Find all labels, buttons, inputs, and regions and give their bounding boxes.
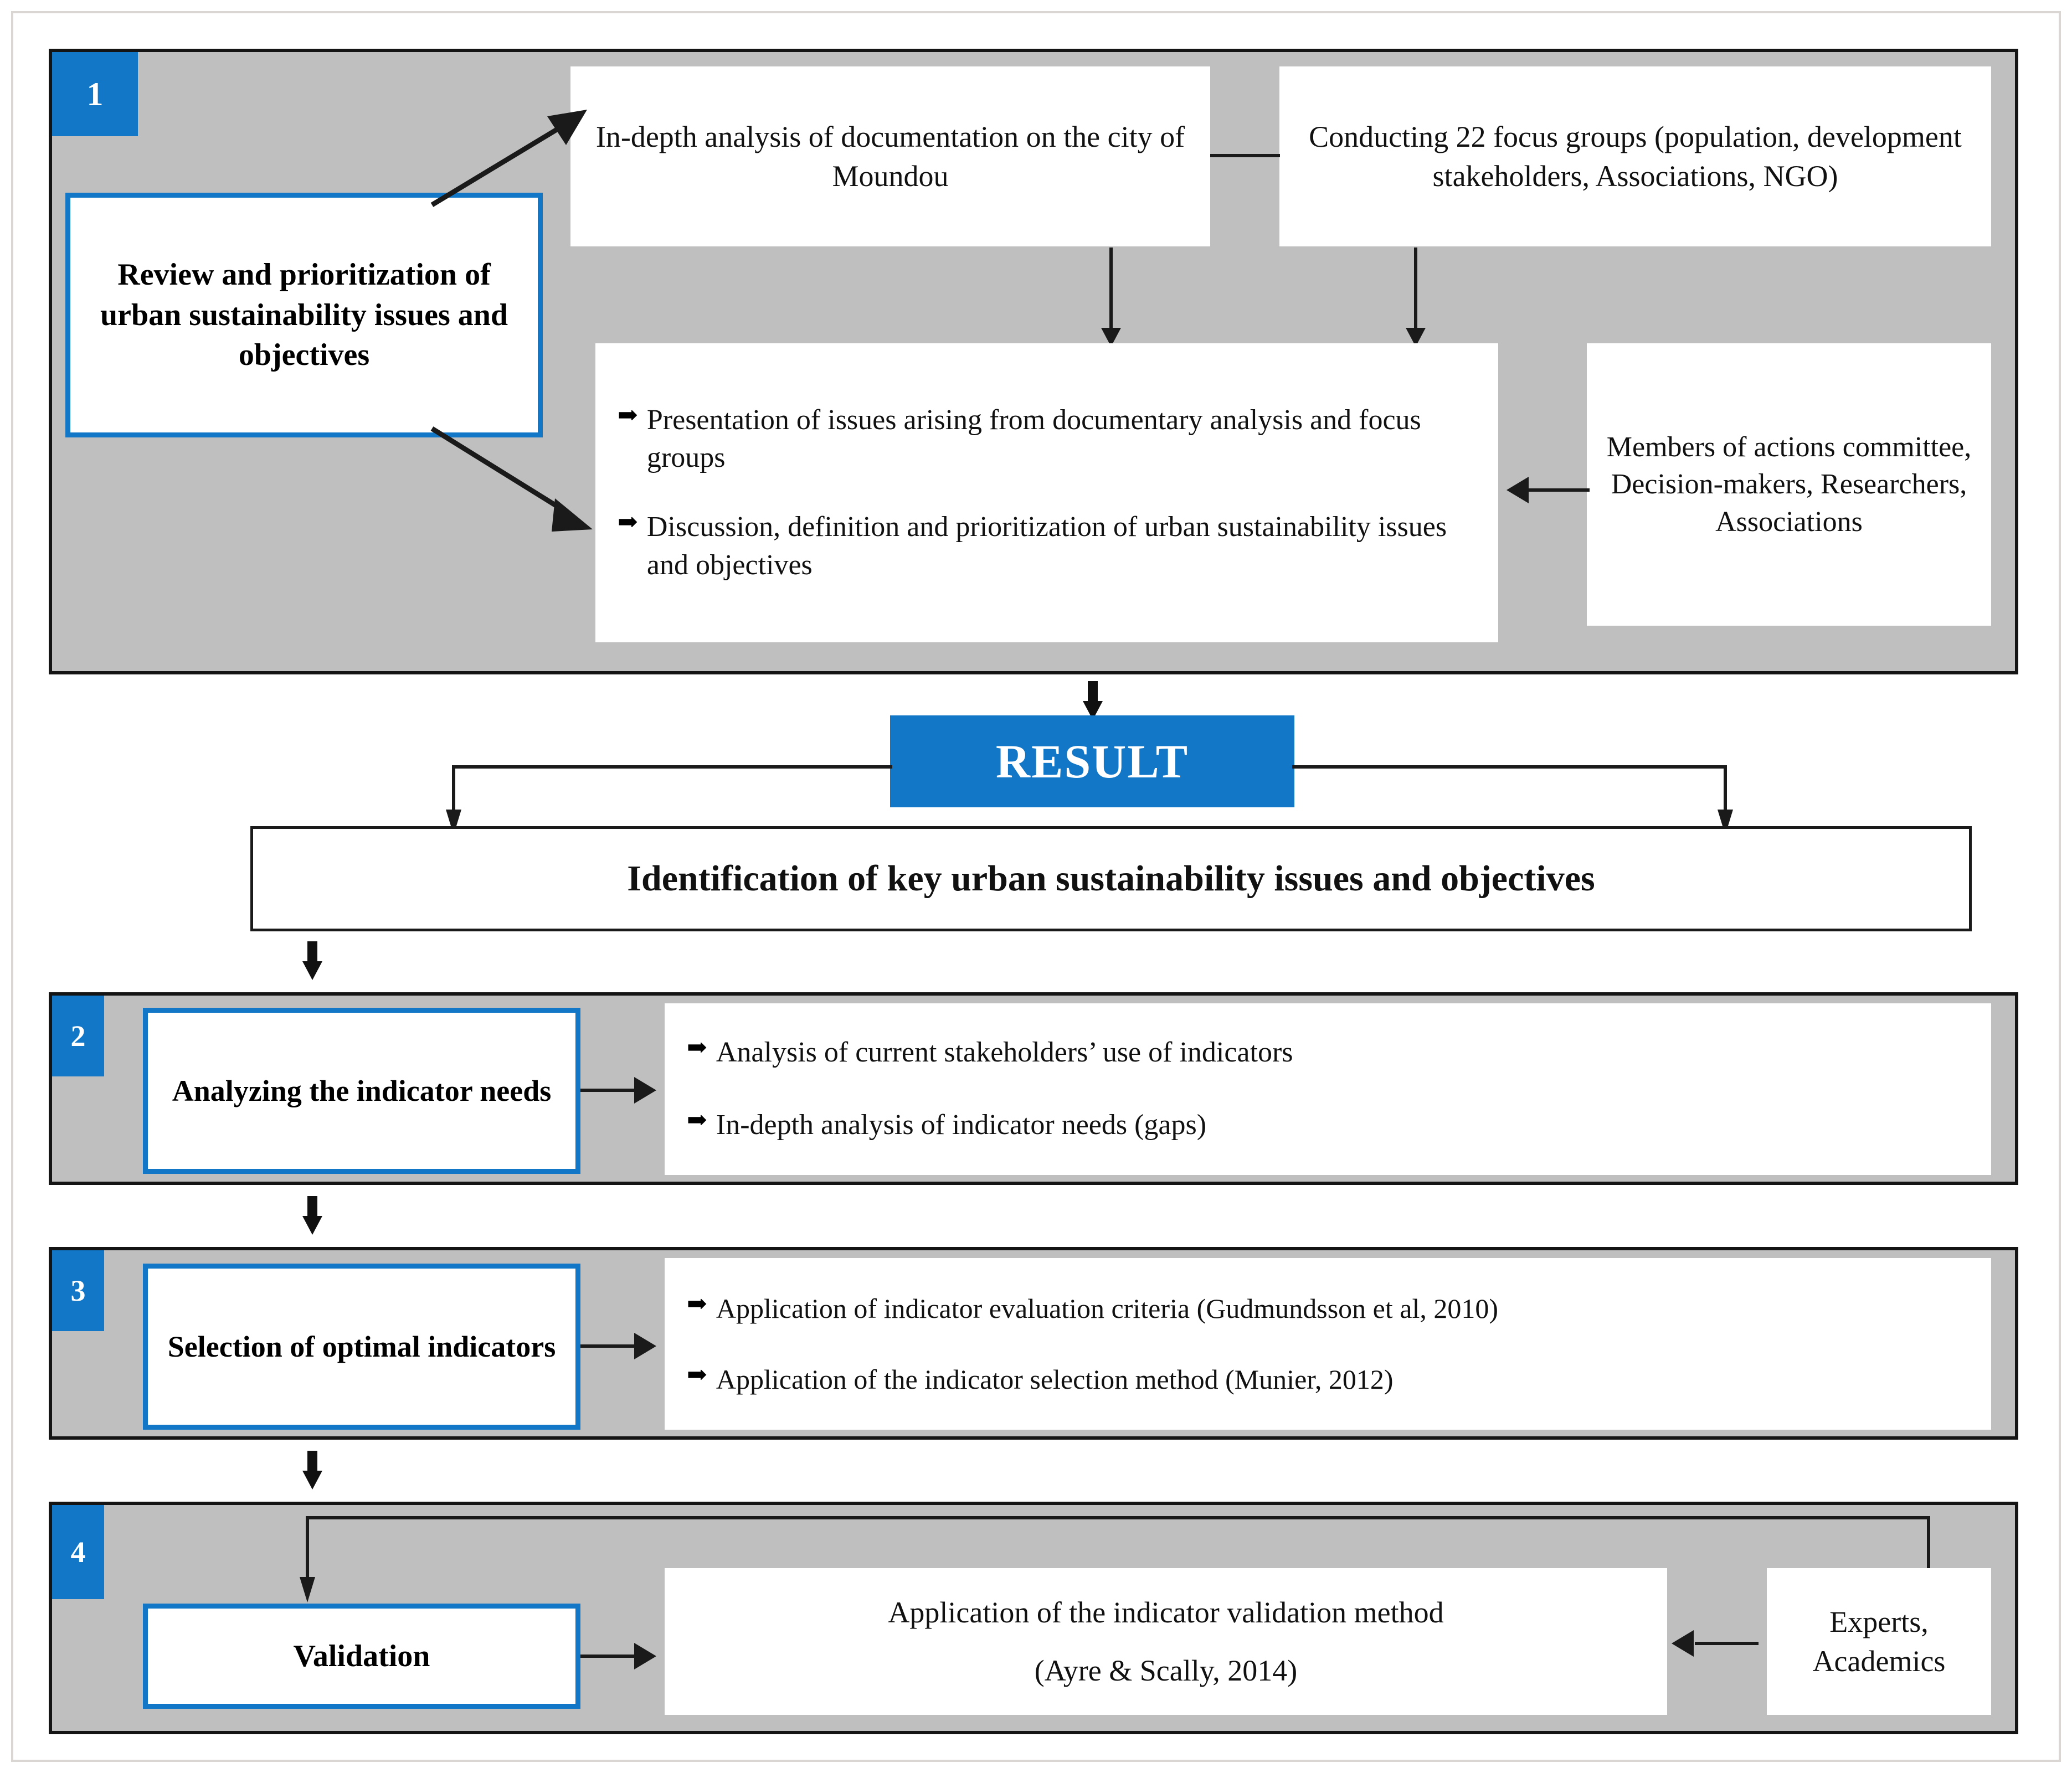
bullet-arrow-icon: ➡ — [687, 1106, 707, 1133]
stage-3-bullet-panel: ➡ Application of indicator evaluation cr… — [665, 1258, 1991, 1430]
bullet-arrow-icon: ➡ — [618, 508, 638, 535]
stage-4-badge: 4 — [52, 1505, 104, 1599]
arrow-experts-left-stem — [1695, 1642, 1759, 1645]
stage-2-main-box[interactable]: Analyzing the indicator needs — [143, 1008, 580, 1174]
stage-1-bullet-panel: ➡ Presentation of issues arising from do… — [595, 343, 1498, 642]
arrow-stage3-to-stage4 — [302, 1451, 322, 1493]
list-item[interactable]: ➡ Analysis of current stakeholders’ use … — [687, 1034, 1969, 1072]
arrow-stage2-head — [634, 1077, 656, 1104]
bullet-arrow-icon: ➡ — [687, 1361, 707, 1388]
stage-4-contributors-label: Experts, Academics — [1812, 1605, 1946, 1678]
arrow-stage4-head — [634, 1643, 656, 1669]
stage-3-bullet-2: Application of the indicator selection m… — [716, 1364, 1394, 1395]
stage-2-bullet-1: Analysis of current stakeholders’ use of… — [716, 1037, 1293, 1069]
result-branch-right-drop — [1724, 765, 1727, 815]
arrow-doc-down-stem — [1109, 248, 1113, 331]
result-branch-left — [452, 765, 892, 769]
arrow-result-to-stage2 — [302, 941, 322, 983]
stage-3-main-label: Selection of optimal indicators — [167, 1329, 556, 1363]
bullet-arrow-icon: ➡ — [687, 1290, 707, 1317]
list-item[interactable]: ➡ Application of indicator evaluation cr… — [687, 1290, 1969, 1327]
arrow-stage4-stem — [580, 1655, 639, 1658]
feedback-loop-right-riser — [1927, 1516, 1930, 1596]
list-item[interactable]: ➡ Application of the indicator selection… — [687, 1361, 1969, 1398]
stage-4-contributors-box[interactable]: Experts, Academics — [1767, 1568, 1991, 1715]
stage-1-main-label: Review and prioritization of urban susta… — [100, 257, 508, 373]
stage-3-badge: 3 — [52, 1250, 104, 1331]
stage-1-main-box[interactable]: Review and prioritization of urban susta… — [65, 193, 543, 437]
arrow-participants-left-head — [1507, 477, 1529, 503]
stage-1-focus-groups-label: Conducting 22 focus groups (population, … — [1309, 120, 1962, 193]
stage-1-bullet-2: Discussion, definition and prioritizatio… — [646, 511, 1447, 581]
list-item[interactable]: ➡ Discussion, definition and prioritizat… — [618, 508, 1472, 584]
identification-result-box[interactable]: Identification of key urban sustainabili… — [250, 826, 1972, 931]
stage-4-method-line-1: Application of the indicator validation … — [888, 1596, 1444, 1630]
stage-3-bullet-1: Application of indicator evaluation crit… — [716, 1293, 1498, 1324]
bullet-arrow-icon: ➡ — [687, 1034, 707, 1061]
feedback-loop-head — [300, 1577, 315, 1602]
result-banner: RESULT — [890, 715, 1294, 807]
stage-1-participants-label: Members of actions committee, Decision-m… — [1606, 431, 1972, 538]
arrow-stage3-head — [634, 1333, 656, 1359]
result-branch-left-drop — [452, 765, 455, 815]
arrow-participants-left-stem — [1529, 488, 1590, 492]
list-item[interactable]: ➡ Presentation of issues arising from do… — [618, 401, 1472, 477]
arrow-focus-down-stem — [1414, 248, 1417, 331]
arrow-stage2-to-stage3 — [302, 1196, 322, 1238]
feedback-loop-left-drop — [306, 1516, 309, 1581]
stage-3-main-box[interactable]: Selection of optimal indicators — [143, 1264, 580, 1430]
stage-2-main-label: Analyzing the indicator needs — [172, 1074, 552, 1107]
feedback-loop-top — [306, 1516, 1930, 1519]
stage-2-bullet-panel: ➡ Analysis of current stakeholders’ use … — [665, 1003, 1991, 1175]
stage-1-badge: 1 — [52, 52, 138, 136]
result-branch-right — [1292, 765, 1727, 769]
arrow-main-to-bullets — [430, 426, 593, 532]
stage-2-bullet-2: In-depth analysis of indicator needs (ga… — [716, 1109, 1207, 1141]
connector-doc-to-focus — [1210, 154, 1280, 157]
stage-4-method-box[interactable]: Application of the indicator validation … — [665, 1568, 1667, 1715]
arrow-stage3-stem — [580, 1344, 639, 1348]
arrow-main-to-documentation — [430, 110, 587, 207]
list-item[interactable]: ➡ In-depth analysis of indicator needs (… — [687, 1106, 1969, 1145]
stage-1-focus-groups-box[interactable]: Conducting 22 focus groups (population, … — [1279, 66, 1991, 246]
arrow-stage2-stem — [580, 1089, 639, 1092]
bullet-arrow-icon: ➡ — [618, 401, 638, 429]
stage-2-badge: 2 — [52, 996, 104, 1076]
arrow-experts-left-head — [1672, 1630, 1694, 1657]
result-banner-label: RESULT — [995, 735, 1189, 788]
stage-1-bullet-1: Presentation of issues arising from docu… — [646, 404, 1421, 474]
stage-4-method-line-2: (Ayre & Scally, 2014) — [1034, 1653, 1298, 1687]
stage-4-main-label: Validation — [293, 1638, 430, 1673]
stage-1-participants-box[interactable]: Members of actions committee, Decision-m… — [1587, 343, 1991, 626]
identification-result-label: Identification of key urban sustainabili… — [627, 858, 1595, 899]
stage-1-documentation-box[interactable]: In-depth analysis of documentation on th… — [570, 66, 1210, 246]
stage-4-main-box[interactable]: Validation — [143, 1604, 580, 1709]
stage-1-documentation-label: In-depth analysis of documentation on th… — [595, 120, 1185, 193]
page-border — [11, 11, 2061, 1762]
